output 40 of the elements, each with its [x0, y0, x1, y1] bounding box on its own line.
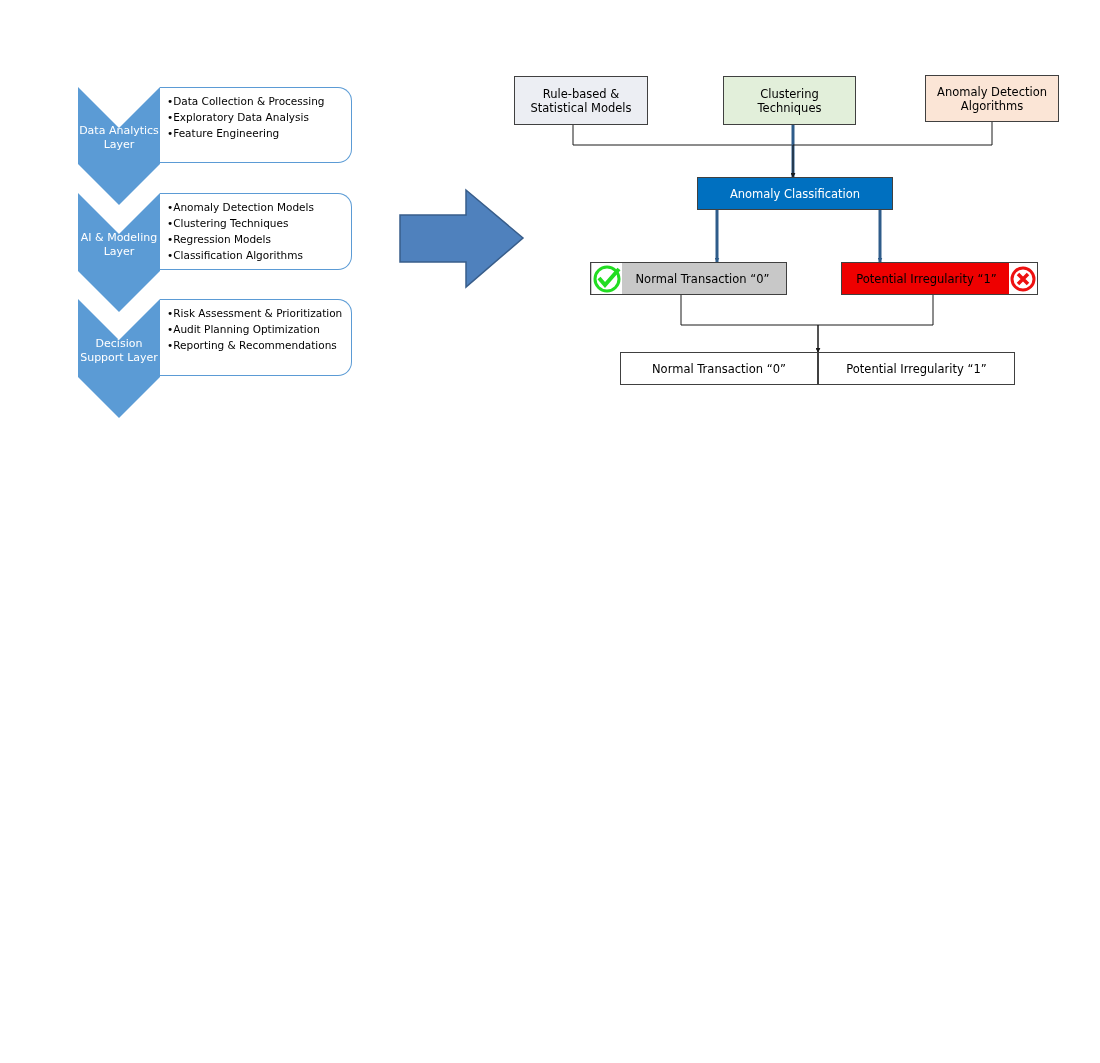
process-box [723, 76, 856, 125]
process-box [620, 352, 818, 385]
bullet-item: •Risk Assessment & Prioritization [167, 306, 344, 321]
connector [815, 294, 934, 353]
box-label: Rule-based & Statistical Models [529, 86, 633, 115]
bullet-item: •Classification Algorithms [167, 248, 304, 263]
connector [714, 210, 720, 263]
box-label: Potential Irregularity “1” [845, 361, 988, 376]
bullet-item: •Data Collection & Processing [167, 94, 326, 109]
connector [790, 121, 993, 178]
box-label: Clustering Techniques [756, 86, 823, 115]
bullet-item: •Reporting & Recommendations [167, 338, 338, 353]
process-box [818, 352, 1015, 385]
chevron-shape [78, 299, 160, 418]
process-box [590, 262, 787, 295]
box-label: Anomaly Classification [728, 186, 862, 201]
layer-label: AI & Modeling Layer [79, 230, 159, 259]
box-label: Normal Transaction “0” [651, 361, 787, 376]
process-box [514, 76, 648, 125]
layer-label: Data Analytics Layer [78, 124, 160, 152]
chevron-shape [78, 87, 160, 205]
list-box [160, 299, 352, 376]
process-box [925, 75, 1059, 122]
bullet-item: •Exploratory Data Analysis [167, 110, 310, 125]
connector [877, 210, 883, 263]
bullet-item: •Audit Planning Optimization [167, 322, 321, 337]
bullet-item: •Feature Engineering [167, 126, 281, 141]
process-box [697, 177, 893, 210]
list-box [160, 193, 352, 270]
box-label: Anomaly Detection Algorithms [936, 84, 1048, 113]
bullet-item: •Clustering Techniques [167, 216, 290, 231]
box-label: Normal Transaction “0” [634, 271, 770, 286]
layer-label: Decision Support Layer [79, 336, 159, 365]
connector [790, 125, 796, 178]
chevron-shape [78, 193, 160, 312]
bullet-item: •Regression Models [167, 232, 272, 247]
list-box [160, 87, 352, 163]
process-box [841, 262, 1038, 295]
bullet-item: •Anomaly Detection Models [167, 200, 315, 215]
box-label: Potential Irregularity “1” [856, 271, 998, 286]
